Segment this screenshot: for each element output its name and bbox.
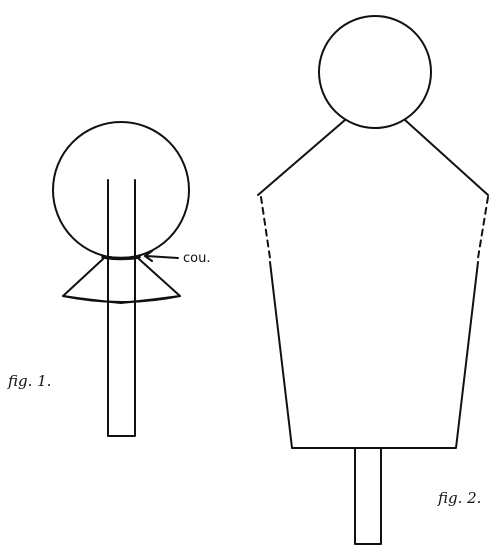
figure-1-collar xyxy=(62,258,181,303)
figure-2: fig. 2. xyxy=(257,15,489,545)
figure-2-stick xyxy=(354,447,382,545)
figure-1-head xyxy=(52,121,190,259)
figure-2-head xyxy=(318,15,432,129)
figure-2-caption: fig. 2. xyxy=(437,489,481,507)
figure-1-annotation: cou. xyxy=(183,251,210,266)
figure-2-right-dashed xyxy=(477,196,489,259)
figure-1: cou. fig. 1. xyxy=(7,121,210,437)
figure-1-collar-lower-edge xyxy=(62,295,181,304)
figure-2-body xyxy=(269,261,479,449)
figure-2-right-shoulder xyxy=(404,119,489,196)
figure-2-left-shoulder xyxy=(257,119,346,196)
figure-1-arrow-head xyxy=(144,250,153,262)
figure-2-left-dashed xyxy=(260,196,271,259)
figure-1-neck xyxy=(101,255,141,261)
figure-1-caption: fig. 1. xyxy=(7,372,51,390)
figure-1-stick xyxy=(107,179,136,437)
figure-1-arrow xyxy=(145,255,179,259)
